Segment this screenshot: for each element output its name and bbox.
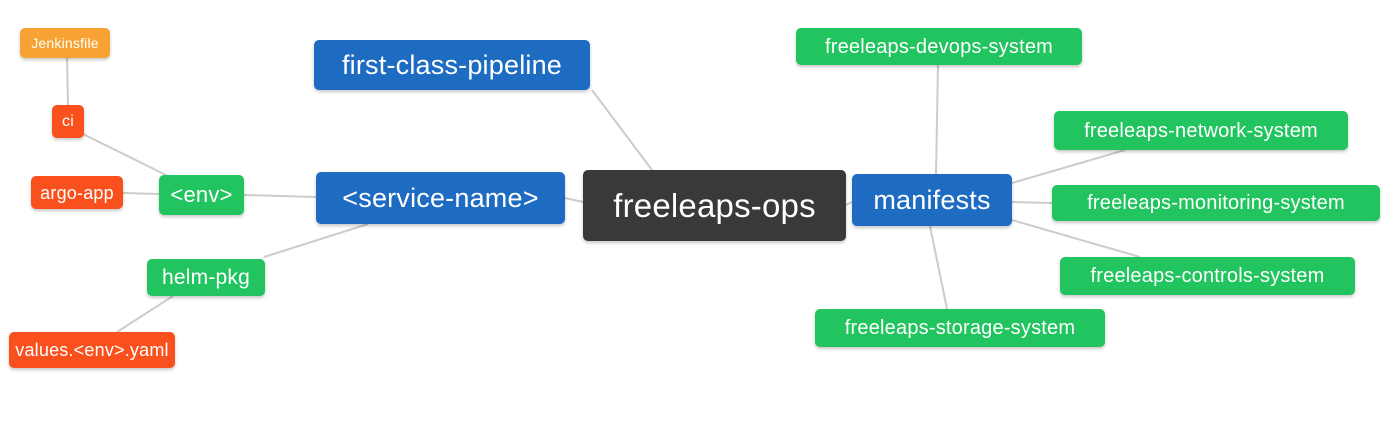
edge-argo-app-to-env: [122, 192, 160, 195]
node-jenkinsfile[interactable]: Jenkinsfile: [20, 28, 110, 58]
node-label: helm-pkg: [162, 266, 250, 289]
node-label: freeleaps-storage-system: [844, 317, 1076, 339]
node-label: argo-app: [40, 182, 114, 203]
edge-first-class-pipeline-to-freeleaps-ops: [591, 89, 653, 171]
edge-manifests-to-freeleaps-monitoring-system: [1011, 201, 1053, 204]
node-label: freeleaps-network-system: [1084, 119, 1318, 142]
edge-manifests-to-freeleaps-network-system: [1011, 149, 1126, 184]
node-argo-app[interactable]: argo-app: [31, 176, 123, 209]
node-helm-pkg[interactable]: helm-pkg: [147, 259, 265, 296]
node-label: <service-name>: [342, 182, 539, 213]
node-label: values.<env>.yaml: [15, 340, 169, 360]
edge-env-to-service-name: [243, 194, 317, 198]
node-label: freeleaps-devops-system: [824, 35, 1054, 58]
node-freeleaps-storage-system[interactable]: freeleaps-storage-system: [815, 309, 1105, 347]
edge-freeleaps-ops-to-manifests: [845, 201, 853, 206]
node-label: manifests: [873, 184, 991, 215]
node-freeleaps-devops-system[interactable]: freeleaps-devops-system: [796, 28, 1082, 65]
node-label: ci: [62, 112, 74, 130]
node-manifests[interactable]: manifests: [852, 174, 1012, 226]
node-first-class-pipeline[interactable]: first-class-pipeline: [314, 40, 590, 90]
node-label: freeleaps-ops: [613, 187, 816, 224]
edge-manifests-to-freeleaps-devops-system: [935, 64, 939, 175]
edge-helm-pkg-to-service-name: [263, 223, 369, 258]
node-ci[interactable]: ci: [52, 105, 84, 138]
node-env[interactable]: <env>: [159, 175, 244, 215]
edge-manifests-to-freeleaps-controls-system: [1011, 219, 1141, 258]
edge-service-name-to-freeleaps-ops: [564, 197, 584, 203]
edge-manifests-to-freeleaps-storage-system: [929, 225, 948, 310]
node-service-name[interactable]: <service-name>: [316, 172, 565, 224]
node-label: freeleaps-monitoring-system: [1087, 192, 1345, 214]
node-label: first-class-pipeline: [341, 49, 563, 80]
node-freeleaps-network-system[interactable]: freeleaps-network-system: [1054, 111, 1348, 150]
node-values-env-yaml[interactable]: values.<env>.yaml: [9, 332, 175, 368]
node-freeleaps-ops[interactable]: freeleaps-ops: [583, 170, 846, 241]
node-label: freeleaps-controls-system: [1090, 265, 1325, 287]
edge-values-env-yaml-to-helm-pkg: [116, 295, 174, 333]
node-freeleaps-monitoring-system[interactable]: freeleaps-monitoring-system: [1052, 185, 1380, 221]
edge-ci-to-env: [82, 133, 171, 178]
node-freeleaps-controls-system[interactable]: freeleaps-controls-system: [1060, 257, 1355, 295]
node-label: Jenkinsfile: [31, 35, 99, 51]
edge-jenkinsfile-to-ci: [66, 56, 69, 107]
node-label: <env>: [170, 182, 233, 207]
